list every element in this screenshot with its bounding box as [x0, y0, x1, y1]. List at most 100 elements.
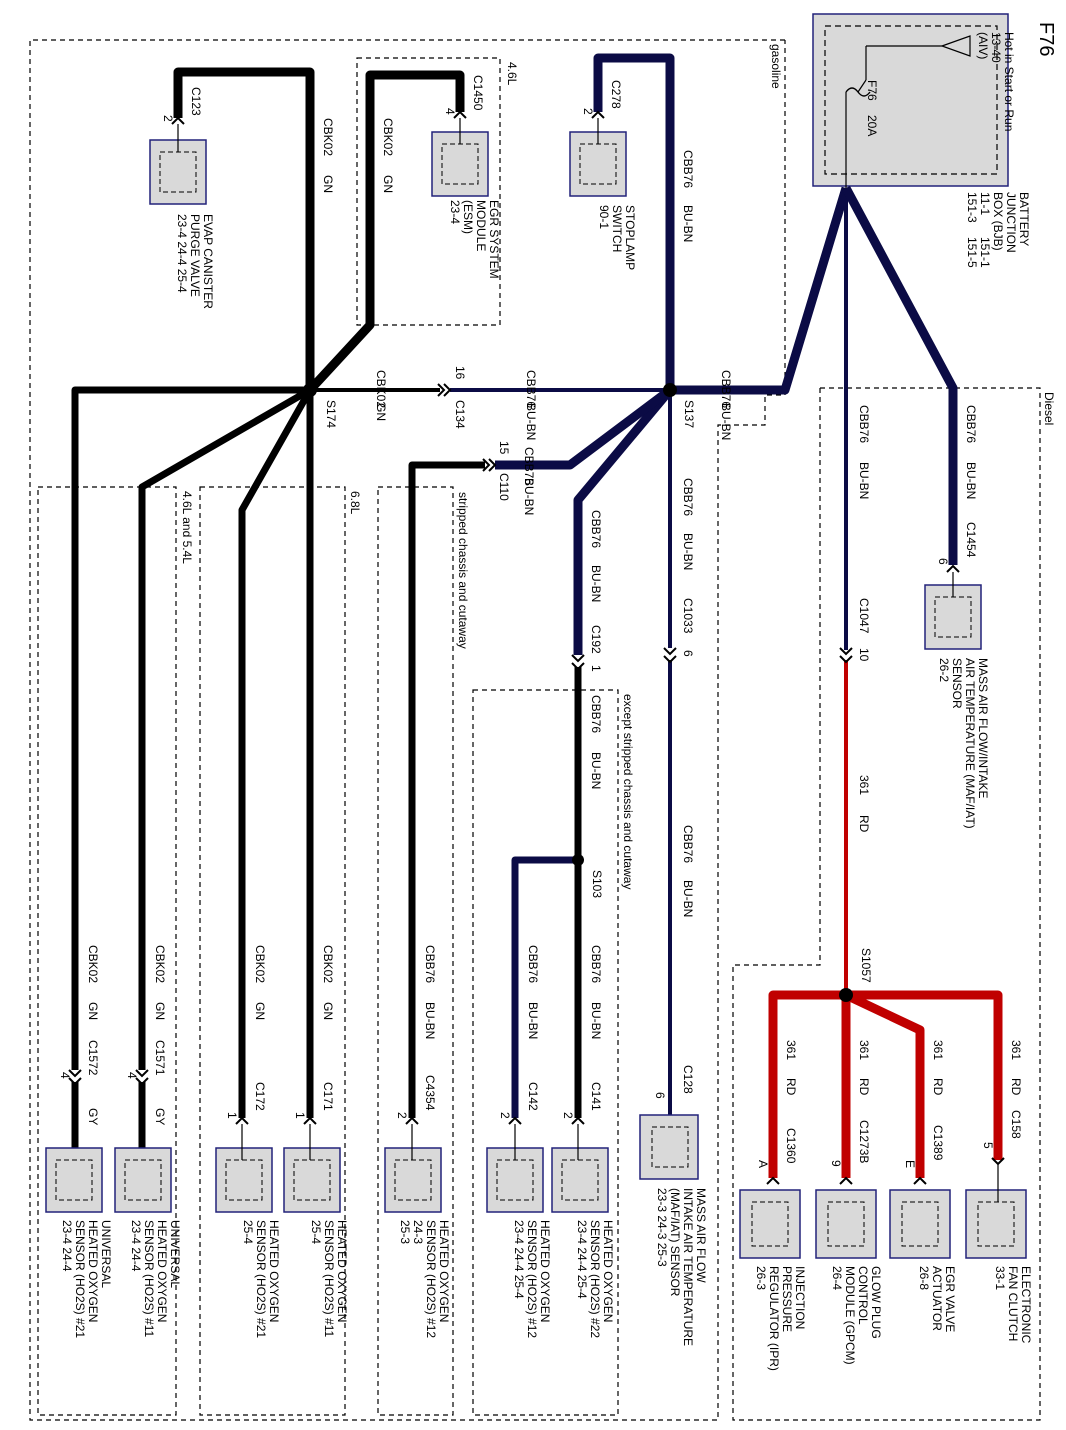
ipr-line-2: PRESSURE — [780, 1266, 794, 1332]
bjb-title-2: JUNCTION — [1004, 192, 1018, 253]
ho2s12a-line-3: 23-4 24-4 25-4 — [512, 1220, 526, 1299]
wl-s137-circuit: CBB76 — [524, 370, 538, 408]
wire-labels: CBK02 GN CBK02 GN CBB76 BU-BN CBK02 GN C… — [86, 118, 1023, 1125]
bjb-ref-1: 11-1 — [978, 192, 992, 215]
mafg-line-2: INTAKE AIR TEMPERATURE — [681, 1188, 695, 1346]
conn-c192: C192 — [589, 625, 603, 654]
universal-ho2s-21 — [45, 1147, 103, 1213]
wl-red-color: RD — [857, 815, 871, 833]
bjb-hot-line-3: (AIV) — [976, 32, 990, 59]
uho2s21-line-3: SENSOR (HO2S) #21 — [73, 1220, 87, 1338]
pin-c128: 6 — [653, 1092, 667, 1099]
pin-c1033: 6 — [681, 650, 695, 657]
egrsm-line-3: (ESM) — [461, 200, 475, 234]
uho2s11-line-3: SENSOR (HO2S) #11 — [142, 1220, 156, 1337]
pin-c123: 2 — [161, 115, 175, 122]
bjb-inner-box — [824, 25, 998, 175]
stoplamp-line-2: SWITCH — [610, 205, 624, 252]
ho2s11-line-3: 25-4 — [309, 1220, 323, 1244]
wl-c1033-color: BU-BN — [681, 533, 695, 570]
ho2s12a-line-1: HEATED OXYGEN — [538, 1220, 552, 1322]
wl-maf-circuit: CBB76 — [681, 825, 695, 863]
wire-s174-to-evap — [173, 67, 315, 390]
wl-c141-color: BU-BN — [589, 1002, 603, 1039]
conn-c123: C123 — [189, 87, 203, 116]
wire-s103-to-c142 — [511, 856, 578, 1118]
ho2s12a-line-2: SENSOR (HO2S) #12 — [525, 1220, 539, 1338]
ho2s12b-line-1: HEATED OXYGEN — [437, 1220, 451, 1322]
egrv-line-2: ACTUATOR — [930, 1266, 944, 1331]
region-46-54l — [37, 486, 177, 1416]
battery-junction-box: Hot in Start or Run 13-40 (AIV) F76 20A … — [812, 13, 1031, 268]
wl-c1571-circuit: CBK02 — [153, 945, 167, 983]
ho2s-12-b — [384, 1116, 442, 1213]
wl-evap-circuit: CBK02 — [321, 118, 335, 156]
conn-c1047: C1047 — [857, 598, 871, 634]
diesel-region — [732, 387, 1041, 1421]
ho2s22-line-1: HEATED OXYGEN — [601, 1220, 615, 1322]
conn-c142: C142 — [526, 1082, 540, 1111]
wl-stop-color: BU-BN — [681, 205, 695, 242]
mafg-line-3: (MAF/IAT) SENSOR — [668, 1188, 682, 1297]
wl-c172-circuit: CBK02 — [253, 945, 267, 983]
wl-evap-color: GN — [321, 175, 335, 193]
wl-c1360-color: RD — [784, 1078, 798, 1096]
pin-c1047: 10 — [857, 648, 871, 662]
wl-s103-circuit: CBB76 — [589, 695, 603, 733]
pin-c192: 1 — [589, 665, 603, 672]
ho2s12b-line-3: 24-3 — [411, 1220, 425, 1244]
pin-c1571: 4 — [125, 1072, 139, 1079]
pin-c1454: 6 — [936, 558, 950, 565]
bjb-title-1: BATTERY — [1017, 192, 1031, 246]
splice-label-s103: S103 — [590, 870, 604, 898]
conn-c1360: C1360 — [784, 1128, 798, 1164]
c1572-chevron — [68, 1069, 82, 1086]
fan-line-2: FAN CLUTCH — [1006, 1266, 1020, 1341]
maf-iat-sensor-gas — [639, 1114, 699, 1180]
splice-s1057 — [839, 988, 853, 1002]
glow-plug-control-module — [815, 1176, 877, 1259]
stoplamp-switch — [569, 110, 627, 197]
pin-c172: 1 — [225, 1112, 239, 1119]
wl-c1360-circuit: 361 — [784, 1040, 798, 1060]
splice-s174 — [303, 383, 317, 397]
gasoline-region — [29, 39, 786, 1421]
c1047-chevron — [839, 647, 853, 664]
wl-c192-circuit: CBB76 — [589, 510, 603, 548]
wl-c142-color: BU-BN — [526, 1002, 540, 1039]
wl-egr-color: GN — [381, 175, 395, 193]
bjb-title-3: BOX (BJB) — [991, 192, 1005, 251]
wl-c1571-color: GN — [153, 1002, 167, 1020]
pin-c278: 2 — [581, 108, 595, 115]
wl-c4354-color: BU-BN — [423, 1002, 437, 1039]
components — [45, 110, 1027, 1259]
wl-uho2s21-color: GY — [86, 1108, 100, 1125]
gpcm-line-4: 26-4 — [830, 1266, 844, 1290]
wire-bjb-to-c1454 — [842, 185, 958, 565]
wl-c158-color: RD — [1009, 1078, 1023, 1096]
egr-system-module — [431, 110, 489, 197]
conn-c1572: C1572 — [86, 1040, 100, 1076]
ho2s11-line-1: HEATED OXYGEN — [335, 1220, 349, 1322]
mafd-line-3: SENSOR — [950, 658, 964, 709]
bjb-hot-line-1: Hot in Start or Run — [1002, 32, 1016, 131]
pin-c141: 2 — [561, 1112, 575, 1119]
pin-c134: 16 — [453, 366, 467, 380]
fuse-id: F76 — [865, 80, 879, 101]
wire-c110-to-c4354 — [408, 461, 485, 1118]
pin-c142: 2 — [498, 1112, 512, 1119]
uho2s11-line-2: HEATED OXYGEN — [155, 1220, 169, 1322]
wl-c172-color: GN — [253, 1002, 267, 1020]
splice-label-s1057: S1057 — [859, 948, 873, 983]
maf-iat-sensor-diesel — [924, 564, 982, 650]
pin-c158: 5 — [981, 1142, 995, 1149]
conn-c1389: C1389 — [931, 1125, 945, 1161]
wl-c1454-circuit: CBB76 — [964, 405, 978, 443]
wire-s174-to-egrsm — [306, 70, 465, 394]
wl-red-circuit: 361 — [857, 775, 871, 795]
mafd-line-4: 26-2 — [937, 658, 951, 682]
stoplamp-line-1: STOPLAMP — [623, 205, 637, 270]
wl-stop-circuit: CBB76 — [681, 150, 695, 188]
label-diesel: Diesel — [1042, 392, 1056, 425]
